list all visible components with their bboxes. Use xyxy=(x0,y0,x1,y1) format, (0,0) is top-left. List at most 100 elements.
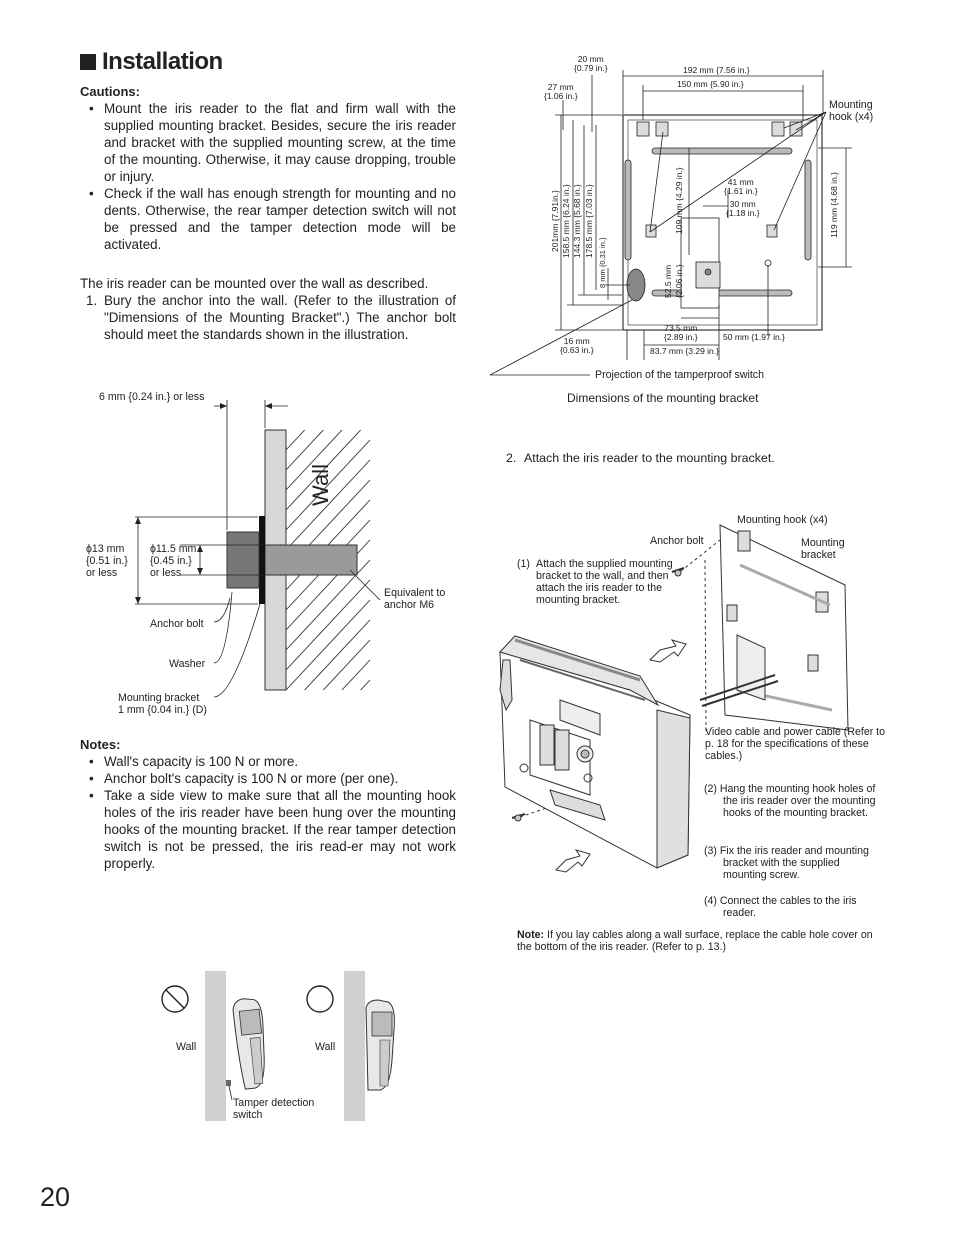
dim-192: 192 mm {7.56 in.} xyxy=(683,65,750,75)
page-number: 20 xyxy=(40,1182,71,1212)
reader-side-right xyxy=(365,999,395,1091)
bracket-caption: Dimensions of the mounting bracket xyxy=(567,391,759,405)
d115-label: ϕ11.5 mm {0.45 in.} or less xyxy=(150,543,196,579)
d13-line-2: {0.51 in.} xyxy=(86,555,128,567)
section-title: Installation xyxy=(80,48,223,76)
projection-label: Projection of the tamperproof switch xyxy=(595,369,764,381)
reader-side-left xyxy=(232,998,265,1090)
attach-step3: (3) Fix the iris reader and mounting bra… xyxy=(704,845,869,881)
dim-20: 20 mm{0.79 in.} xyxy=(574,55,608,73)
bottom-note-text: If you lay cables along a wall surface, … xyxy=(517,929,873,953)
dim-20-mm: 20 mm xyxy=(577,54,604,64)
attach-step1-text: Attach the supplied mounting bracket to … xyxy=(536,558,673,606)
dim-30: 30 mm{1.18 in.} xyxy=(726,200,760,218)
cautions-heading: Cautions: xyxy=(80,84,140,99)
dim-41-mm: 41 mm xyxy=(727,177,754,187)
dim-735-in: {2.89 in.} xyxy=(664,332,698,342)
intro-text: The iris reader can be mounted over the … xyxy=(80,276,429,291)
attach-hook-label: Mounting hook (x4) xyxy=(737,514,828,526)
attach-anchor-label: Anchor bolt xyxy=(650,535,704,547)
dim-30-in: {1.18 in.} xyxy=(726,208,760,218)
step-text: Bury the anchor into the wall. (Refer to… xyxy=(104,293,456,342)
step-number: 1. xyxy=(86,293,98,308)
bracket-thickness-label: Mounting bracket 1 mm {0.04 in.} (D) xyxy=(118,692,207,716)
hook-line-1: Mounting xyxy=(829,99,873,111)
d13-line-3: or less xyxy=(86,567,118,579)
section-marker-icon xyxy=(80,54,96,70)
attach-step4: (4) Connect the cables to the iris reade… xyxy=(704,895,857,919)
attach-bracket-line-1: Mounting xyxy=(801,537,845,549)
anchor-bolt-label: Anchor bolt xyxy=(150,618,204,630)
bracket-line-2: 1 mm {0.04 in.} (D) xyxy=(118,704,207,716)
dim-27: 27 mm{1.06 in.} xyxy=(544,83,578,101)
side-wall-right-label: Wall xyxy=(315,1041,336,1053)
tamper-line-1: Tamper detection xyxy=(233,1097,315,1109)
dim-735-mm: 73.5 mm xyxy=(664,323,698,333)
prohibited-icon xyxy=(161,985,189,1013)
equiv-line-1: Equivalent to xyxy=(384,587,446,599)
bracket-line-1: Mounting bracket xyxy=(118,692,200,704)
dim-735: 73.5 mm{2.89 in.} xyxy=(664,324,698,342)
step-item: 1. Bury the anchor into the wall. (Refer … xyxy=(80,292,456,343)
dim-41-in: {1.61 in.} xyxy=(724,186,758,196)
note-item: Take a side view to make sure that all t… xyxy=(80,787,456,872)
tamper-label: Tamper detection switch xyxy=(233,1097,314,1121)
attach-cables-label: Video cable and power cable (Refer to p.… xyxy=(705,726,886,762)
bottom-note-label: Note: xyxy=(517,929,545,941)
gap-label: 6 mm {0.24 in.} or less xyxy=(99,391,205,403)
dim-27-mm: 27 mm xyxy=(547,82,574,92)
ok-icon xyxy=(306,985,334,1013)
dim-150: 150 mm {5.90 in.} xyxy=(677,79,744,89)
dim-30-mm: 30 mm xyxy=(729,199,756,209)
dim-27-in: {1.06 in.} xyxy=(544,91,578,101)
notes-block: Notes: Wall's capacity is 100 N or more.… xyxy=(80,737,456,872)
d13-line-1: ϕ13 mm xyxy=(86,543,125,555)
hook-line-2: hook (x4) xyxy=(829,111,874,123)
note-item: Wall's capacity is 100 N or more. xyxy=(80,753,456,770)
attach-step1-number: (1) xyxy=(517,558,530,570)
steps-list-2: 2. Attach the iris reader to the mounting… xyxy=(500,451,920,465)
step-item: 2. Attach the iris reader to the mounting… xyxy=(500,451,920,465)
bolt-shaft xyxy=(264,544,358,576)
equiv-line-2: anchor M6 xyxy=(384,599,435,611)
tamper-line-2: switch xyxy=(233,1109,263,1121)
attach-bracket-line-2: bracket xyxy=(801,549,836,561)
side-wall-right xyxy=(344,971,365,1121)
section-title-text: Installation xyxy=(102,48,223,75)
bracket-plate xyxy=(259,516,265,604)
dim-16-mm: 16 mm xyxy=(563,336,590,346)
cautions-list: Mount the iris reader to the flat and fi… xyxy=(80,100,456,253)
attach-step2: (2) Hang the mounting hook holes of the … xyxy=(704,783,876,819)
bottom-note: Note: If you lay cables along a wall sur… xyxy=(513,929,877,953)
bolt-head xyxy=(226,531,260,589)
step-number: 2. xyxy=(506,451,517,465)
dim-20-in: {0.79 in.} xyxy=(574,63,608,73)
dim-16-in: {0.63 in.} xyxy=(560,345,594,355)
tamper-switch xyxy=(226,1080,231,1086)
washer-label: Washer xyxy=(169,658,206,670)
d115-line-2: {0.45 in.} xyxy=(150,555,192,567)
dim-837: 83.7 mm {3.29 in.} xyxy=(650,346,719,356)
dim-16: 16 mm{0.63 in.} xyxy=(560,337,594,355)
caution-item: Check if the wall has enough strength fo… xyxy=(80,185,456,253)
d115-line-3: or less xyxy=(150,567,182,579)
side-wall-left-label: Wall xyxy=(176,1041,197,1053)
note-item: Anchor bolt's capacity is 100 N or more … xyxy=(80,770,456,787)
cautions-block: Cautions: Mount the iris reader to the f… xyxy=(80,84,456,253)
caution-item: Mount the iris reader to the flat and fi… xyxy=(80,100,456,185)
step-text: Attach the iris reader to the mounting b… xyxy=(524,451,775,465)
dim-41: 41 mm{1.61 in.} xyxy=(724,178,758,196)
notes-heading: Notes: xyxy=(80,737,121,752)
d13-label: ϕ13 mm {0.51 in.} or less xyxy=(86,543,128,579)
side-wall-left xyxy=(205,971,226,1121)
notes-list: Wall's capacity is 100 N or more. Anchor… xyxy=(80,753,456,872)
steps-list-1: 1. Bury the anchor into the wall. (Refer … xyxy=(80,292,456,343)
dim-50: 50 mm {1.97 in.} xyxy=(723,332,785,342)
equiv-label: Equivalent to anchor M6 xyxy=(384,587,445,611)
